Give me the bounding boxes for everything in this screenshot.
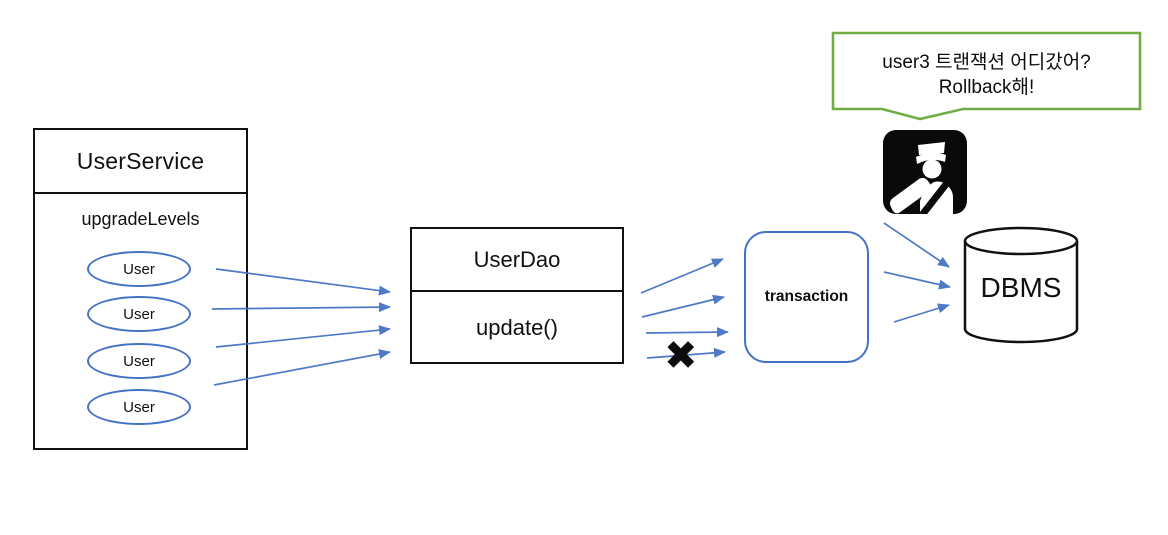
user-label-3: User [123, 352, 155, 370]
user-ellipse-2: User [87, 296, 191, 332]
arrow-transaction1-to-dbms [883, 222, 950, 268]
arrow-transaction3-to-dbms [893, 303, 950, 323]
dbms-cylinder-icon [963, 226, 1079, 344]
transaction-box: transaction [744, 231, 869, 363]
speech-bubble-line2: Rollback해! [938, 77, 1035, 98]
arrow-update3-to-transaction [645, 327, 729, 338]
arrow-update1-to-transaction [640, 258, 724, 294]
user-service-title: UserService [35, 130, 246, 194]
speech-bubble-text: user3 트랜잭션 어디갔어? Rollback해! [833, 50, 1140, 100]
speech-bubble-line1: user3 트랜잭션 어디갔어? [882, 52, 1091, 73]
arrow-update2-to-transaction [641, 294, 725, 318]
police-officer-icon [883, 130, 967, 214]
update-method-label: update() [476, 314, 558, 340]
dbms-label: DBMS [980, 272, 1062, 303]
transaction-label: transaction [764, 288, 849, 305]
user-label-2: User [123, 305, 155, 323]
user-label-4: User [123, 398, 155, 416]
user-ellipse-1: User [87, 251, 191, 287]
user-service-box: UserService upgradeLevels User User User… [33, 128, 248, 450]
user-ellipse-4: User [87, 389, 191, 425]
x-cross-icon: ✖ [664, 334, 698, 378]
user-ellipse-3: User [87, 343, 191, 379]
user-label-1: User [123, 260, 155, 278]
speech-bubble [831, 31, 1142, 121]
upgrade-levels-label: upgradeLevels [81, 209, 200, 229]
user-dao-box: UserDao update() [410, 227, 624, 364]
user-dao-title: UserDao [412, 229, 622, 292]
arrow-transaction2-to-dbms [883, 271, 951, 290]
